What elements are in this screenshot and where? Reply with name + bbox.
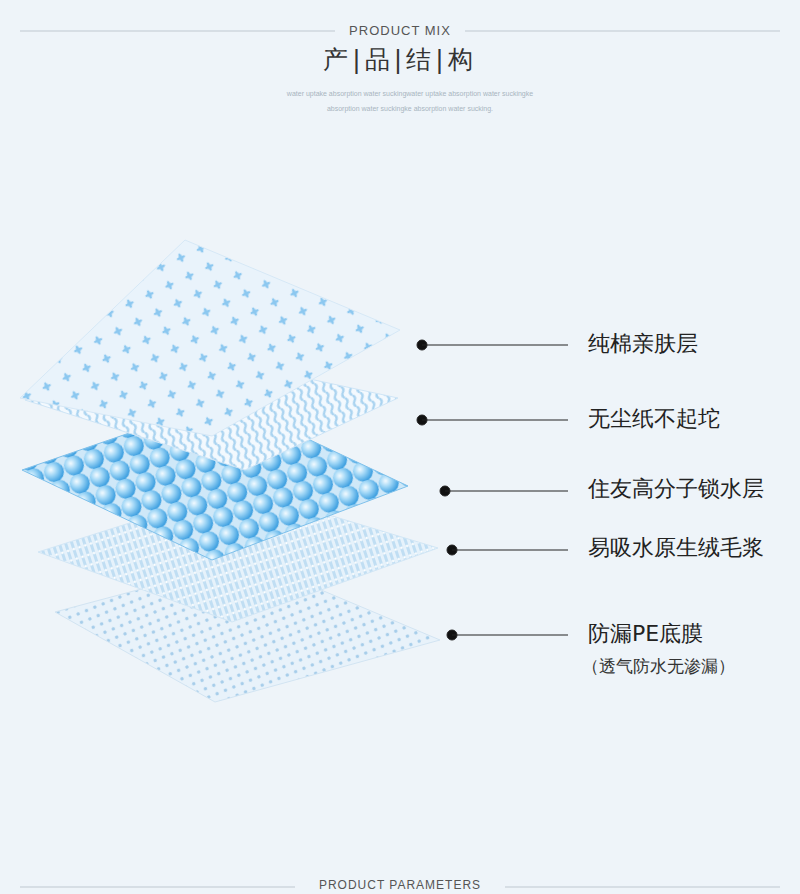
section-subtitle: PRODUCT MIX	[325, 23, 475, 39]
layer-label: 住友高分子锁水层	[588, 476, 764, 502]
heading-rule	[20, 31, 335, 32]
cotton-layer	[20, 240, 400, 436]
leader-line	[422, 420, 568, 421]
leader-line	[422, 345, 568, 346]
leader-line	[445, 491, 568, 492]
layer-label: 防漏PE底膜	[588, 621, 703, 647]
layer-label: 纯棉亲肤层	[588, 331, 698, 357]
footer-rule	[505, 887, 780, 888]
footer-rule	[20, 887, 295, 888]
leader-line	[452, 635, 568, 636]
decor-text: water uptake absorption water suckingwat…	[275, 86, 545, 117]
heading-rule	[465, 31, 780, 32]
layer-label: 易吸水原生绒毛浆	[588, 535, 764, 561]
layer-label: 无尘纸不起坨	[588, 406, 720, 432]
leader-line	[452, 550, 568, 551]
layer-note: （透气防水无渗漏）	[582, 656, 735, 676]
section-footer: PRODUCT PARAMETERS	[300, 878, 500, 892]
section-title: 产|品|结|构	[250, 45, 550, 75]
